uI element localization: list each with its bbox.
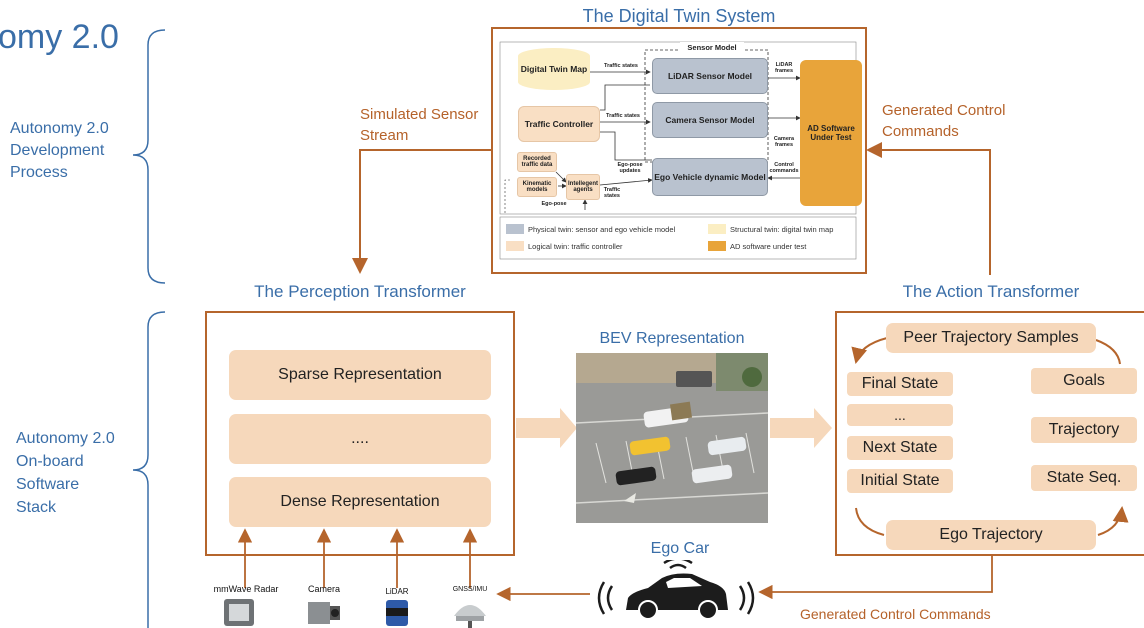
peer-trajectory-samples: Peer Trajectory Samples: [886, 323, 1096, 353]
goals: Goals: [1031, 368, 1137, 394]
kinematic-models: Kinematic models: [517, 177, 557, 197]
ego-trajectory: Ego Trajectory: [886, 520, 1096, 550]
ad-software-under-test: AD Software Under Test: [800, 60, 862, 206]
label-lidar-frames: LiDAR frames: [774, 62, 794, 74]
camera-icon: [308, 602, 340, 624]
action-box: [835, 311, 1144, 556]
digital-twin-map: Digital Twin Map: [518, 48, 590, 90]
legend-physical: Physical twin: sensor and ego vehicle mo…: [528, 225, 676, 234]
perception-title: The Perception Transformer: [254, 282, 466, 301]
to-action-arrow: [770, 408, 832, 448]
generated-control-commands-bottom: Generated Control Commands: [800, 606, 991, 622]
camera-sensor-model: Camera Sensor Model: [652, 102, 768, 138]
next-state: Next State: [847, 436, 953, 460]
recorded-traffic-data: Recorded traffic data: [517, 152, 557, 172]
dev-process-label: Autonomy 2.0 Development Process: [10, 118, 109, 184]
gnss-icon: [454, 605, 486, 628]
trajectory: Trajectory: [1031, 417, 1137, 443]
lidar-icon: [386, 600, 408, 626]
final-state: Final State: [847, 372, 953, 396]
radar-icon: [224, 599, 254, 626]
ego-car-label: Ego Car: [650, 540, 710, 557]
gnss-label: GNSS/IMU: [452, 586, 488, 593]
simulated-stream-arrow: [352, 149, 492, 274]
onboard-line-2: On-board: [16, 453, 84, 470]
bev-image: [576, 353, 768, 523]
sparse-representation: Sparse Representation: [229, 350, 491, 400]
label-traffic-states-2: Traffic states: [606, 113, 640, 119]
traffic-controller: Traffic Controller: [518, 106, 600, 142]
action-title: The Action Transformer: [902, 282, 1080, 301]
state-ellipsis: ...: [847, 404, 953, 426]
generated-control-commands-top: Generated Control Commands: [882, 102, 1006, 140]
digital-twin-title: The Digital Twin System: [582, 6, 776, 26]
legend-structural: Structural twin: digital twin map: [730, 225, 834, 234]
sensor-model-title: Sensor Model: [680, 42, 744, 52]
ego-car-icon: [597, 560, 755, 620]
ego-vehicle-dynamic-model: Ego Vehicle dynamic Model: [652, 158, 768, 196]
legend-logical-swatch: [506, 241, 524, 251]
label-control-commands: Control commands: [769, 162, 799, 174]
onboard-stack-bracket: [132, 311, 166, 628]
legend-ad: AD software under test: [730, 242, 807, 251]
legend-ad-swatch: [708, 241, 726, 251]
onboard-line-4: Stack: [16, 499, 57, 516]
radar-label: mmWave Radar: [213, 584, 279, 594]
label-ego-pose-updates: Ego-pose updates: [617, 162, 643, 174]
camera-label: Camera: [307, 584, 340, 594]
dense-representation: Dense Representation: [229, 477, 491, 527]
label-traffic-states-1: Traffic states: [604, 63, 638, 69]
lidar-label: LiDAR: [385, 587, 409, 596]
label-ego-pose: Ego-pose: [541, 201, 567, 207]
initial-state: Initial State: [847, 469, 953, 493]
intermediate-representation: ....: [229, 414, 491, 464]
dev-process-line-3: Process: [10, 164, 68, 181]
legend-physical-swatch: [506, 224, 524, 234]
onboard-line-1: Autonomy 2.0: [16, 430, 115, 447]
simulated-sensor-stream-label: Simulated Sensor Stream: [360, 106, 479, 144]
label-traffic-states-3: Traffic states: [603, 187, 621, 199]
label-camera-frames: Camera frames: [773, 136, 795, 148]
state-seq: State Seq.: [1031, 465, 1137, 491]
legend-structural-swatch: [708, 224, 726, 234]
legend-logical: Logical twin: traffic controller: [528, 242, 623, 251]
dev-process-line-1: Autonomy 2.0: [10, 120, 109, 137]
perception-box: [205, 311, 515, 556]
onboard-line-3: Software: [16, 476, 80, 493]
dev-process-line-2: Development: [10, 142, 105, 159]
dev-process-bracket: [132, 29, 166, 284]
page-title-partial: omy 2.0: [0, 18, 119, 56]
control-commands-top-arrow: [866, 142, 991, 275]
intelligent-agents: Intellegent agents: [566, 174, 600, 200]
to-bev-arrow: [516, 408, 577, 448]
bev-title: BEV Representation: [599, 330, 745, 347]
lidar-sensor-model: LiDAR Sensor Model: [652, 58, 768, 94]
onboard-stack-label: Autonomy 2.0 On-board Software Stack: [16, 427, 115, 519]
